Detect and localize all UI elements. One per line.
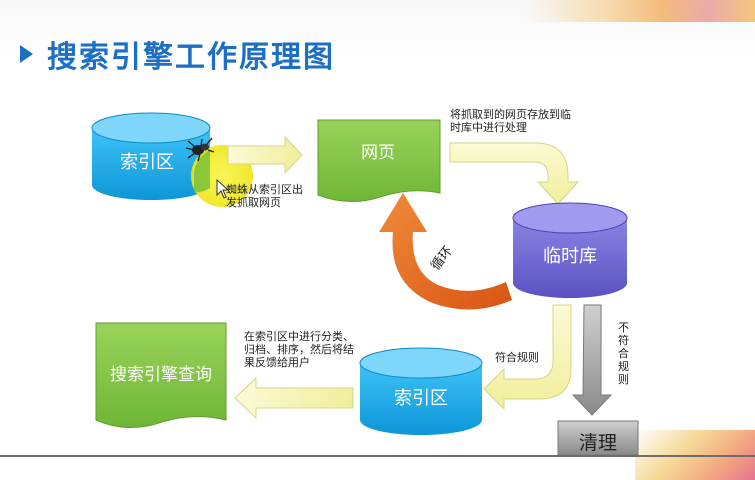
clean-label: 清理 <box>579 432 617 454</box>
store-note-line2: 时库中进行处理 <box>450 121 527 134</box>
page-title: 搜索引擎工作原理图 <box>47 40 335 75</box>
highlight-overlap <box>194 150 210 193</box>
arrow-index-to-query <box>234 376 354 420</box>
search-query-document <box>95 322 227 429</box>
classify-note-line3: 果反馈给用户 <box>244 355 310 369</box>
not-comply-char: 规 <box>618 359 629 373</box>
classify-note-line2: 归档、排序，然后将结 <box>244 342 354 356</box>
store-note-line1: 将抓取到的网页存放到临 <box>450 107 571 121</box>
index-cylinder-top <box>91 112 211 200</box>
index-bottom-label: 索引区 <box>394 388 448 409</box>
spider-icon <box>185 137 215 162</box>
comply-label: 符合规则 <box>495 350 539 364</box>
decorative-top-band <box>525 0 755 22</box>
classify-note-line1: 在索引区中进行分类、 <box>244 329 354 343</box>
loop-label: 循环 <box>428 244 456 274</box>
temp-db-cylinder <box>512 202 628 298</box>
not-comply-label: 不 符 合 规 则 <box>618 321 629 386</box>
arrow-index-to-webpage <box>227 135 303 175</box>
temp-db-label: 临时库 <box>543 246 597 267</box>
triangle-bullet-icon <box>20 45 33 63</box>
arrow-webpage-to-temp <box>449 142 580 205</box>
index-cylinder-bottom <box>359 347 483 435</box>
title-row: 搜索引擎工作原理图 <box>20 32 335 76</box>
not-comply-char: 合 <box>618 346 629 360</box>
index-top-label: 索引区 <box>120 152 174 173</box>
arrow-comply <box>483 304 572 411</box>
cursor-icon <box>216 178 230 199</box>
arrow-not-comply <box>571 304 613 416</box>
webpage-document <box>317 119 441 203</box>
not-comply-char: 符 <box>618 334 629 347</box>
spider-note-line2: 发抓取网页 <box>226 195 281 209</box>
search-query-label: 搜索引擎查询 <box>110 365 212 385</box>
spider-note-line1: 蜘蛛从索引区出 <box>226 182 303 196</box>
loop-arrow <box>379 193 512 310</box>
webpage-label: 网页 <box>361 143 395 163</box>
not-comply-char: 不 <box>618 321 629 334</box>
not-comply-char: 则 <box>618 373 629 386</box>
bottom-divider <box>0 455 755 457</box>
